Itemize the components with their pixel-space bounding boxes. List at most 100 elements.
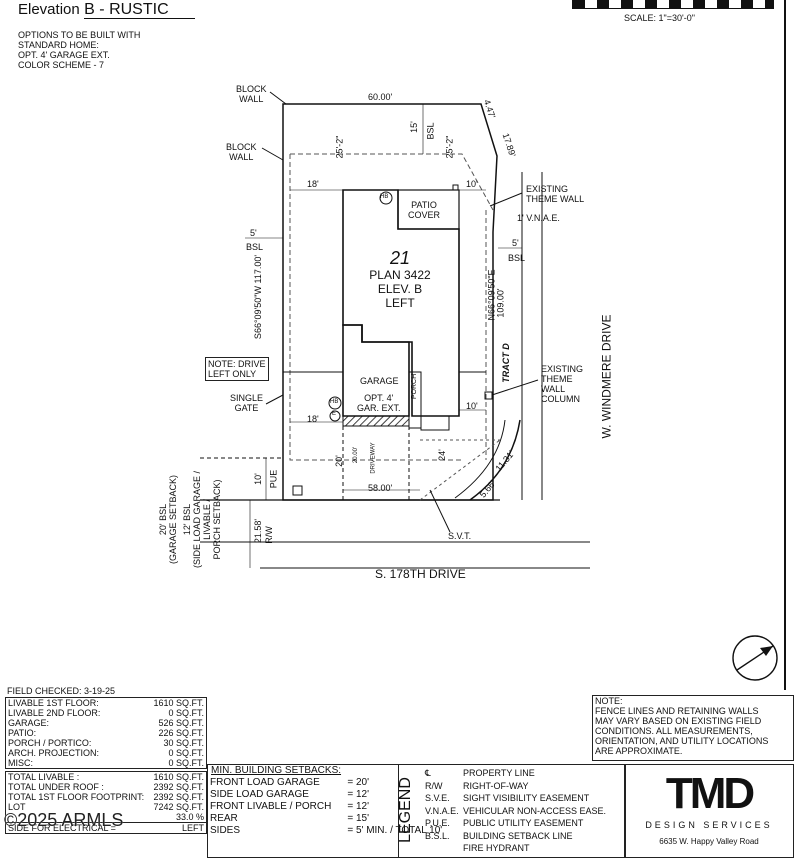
- dim-10-pue: 10': [252, 473, 263, 485]
- area-label: LIVABLE 2nd FLOOR:: [8, 708, 101, 718]
- plan-orientation: LEFT: [385, 296, 415, 310]
- table-row: SIDES= 5' MIN. / TOTAL 10': [208, 825, 444, 837]
- left-setback-notes: 20' BSL (GARAGE SETBACK) 12' BSL (SIDE L…: [158, 471, 222, 568]
- table-row: SIDE FOR ELECTRICAL =LEFT: [6, 822, 206, 834]
- table-row: TOTAL 1st FLOOR FOOTPRINT:2392 SQ.FT.: [6, 792, 206, 802]
- dim-10-bottom: 10': [466, 401, 478, 411]
- table-row: TOTAL UNDER ROOF : 2392 SQ.FT.: [6, 782, 206, 792]
- company-box: TMD DESIGN SERVICES 6635 W. Happy Valley…: [624, 764, 794, 858]
- corner-curb: [454, 419, 506, 499]
- step: [420, 415, 450, 431]
- patio-cover: [397, 189, 460, 230]
- leader-line: [491, 379, 539, 396]
- total-value: 7242 SQ.FT.: [153, 802, 204, 812]
- total-label: TOTAL LIVABLE :: [8, 772, 80, 782]
- note-box: NOTE: FENCE LINES AND RETAINING WALLS MA…: [592, 695, 794, 761]
- table-row: V.N.A.E.VEHICULAR NON-ACCESS EASE.: [423, 805, 608, 818]
- existing-theme-wall-label: EXISTING THEME WALL: [526, 184, 584, 204]
- area-value: 226 SQ.FT.: [158, 728, 204, 738]
- table-row: LIVABLE 2nd FLOOR:0 SQ.FT.: [6, 708, 206, 718]
- plan-elevation: ELEV. B: [377, 282, 423, 296]
- street-bottom-label: S. 178TH DRIVE: [375, 567, 466, 581]
- setback-label: SIDE LOAD GARAGE: [210, 789, 309, 800]
- patio-cover-label: PATIO COVER: [408, 200, 440, 220]
- lot-number: 21: [389, 248, 411, 268]
- options-line: COLOR SCHEME - 7: [18, 60, 105, 70]
- site-plan: [200, 91, 778, 681]
- legend-title: LEGEND: [398, 777, 414, 843]
- total-value: 2392 SQ.FT.: [153, 782, 204, 792]
- label-line: GATE: [234, 403, 259, 413]
- table-row: FRONT LIVABLE / PORCH= 12': [208, 801, 444, 813]
- right-length: 109.00': [495, 288, 506, 318]
- svt-label: S.V.T.: [448, 531, 472, 541]
- setbacks-title: MIN. BUILDING SETBACKS:: [211, 765, 342, 776]
- dim-bsl-top: BSL: [425, 122, 436, 140]
- setback-note-12: 12' BSL (SIDE LOAD GARAGE / LIVABLE / PO…: [182, 471, 222, 568]
- setback-line: [289, 154, 462, 461]
- legend-desc: PUBLIC UTILITY EASEMENT: [463, 818, 584, 828]
- legend-desc: BUILDING SETBACK LINE: [463, 830, 573, 841]
- table-row: S.V.E.SIGHT VISIBILITY EASEMENT: [423, 792, 608, 805]
- setback-label: REAR: [210, 813, 238, 824]
- label-line: (SIDE LOAD GARAGE /: [192, 470, 202, 568]
- hb-marker: [328, 396, 342, 410]
- total-label: TOTAL UNDER ROOF :: [8, 782, 104, 792]
- dim-5-left: 5': [250, 228, 257, 238]
- setback-label: FRONT LOAD GARAGE: [210, 777, 320, 788]
- label-line: (GARAGE SETBACK): [168, 474, 178, 564]
- north-arrow-icon: [732, 635, 778, 681]
- note-title: NOTE:: [595, 696, 623, 706]
- note-line: ORIENTATION, AND UTILITY LOCATIONS: [595, 736, 769, 746]
- table-row: ARCH. PROJECTION:0 SQ.FT.: [6, 748, 206, 758]
- dim-2158: 21.58': [253, 518, 264, 544]
- lot-info: 21 PLAN 3422 ELEV. B LEFT: [350, 248, 450, 310]
- label-line: BLOCK: [226, 142, 257, 152]
- setback-value: = 15': [347, 813, 369, 824]
- utility-box: [452, 184, 459, 191]
- label-line: SINGLE: [230, 393, 264, 403]
- dim-18-top: 18': [307, 179, 319, 189]
- dim-25-2-right: 25'-2": [444, 135, 455, 159]
- dim-width-top: 60.00': [368, 92, 393, 102]
- legend-abbr: [423, 842, 461, 855]
- table-row: FIRE HYDRANT: [423, 842, 608, 855]
- setbacks-box: MIN. BUILDING SETBACKS: FRONT LOAD GARAG…: [207, 764, 442, 858]
- driveway-label: DRIVEWAY: [370, 442, 377, 474]
- area-value: 30 SQ.FT.: [163, 738, 204, 748]
- left-bearing: S66°09'50"W 117.00': [253, 254, 264, 340]
- options-block: OPTIONS TO BE BUILT WITH STANDARD HOME: …: [18, 30, 140, 70]
- company-address: 6635 W. Happy Valley Road: [659, 837, 759, 846]
- area-label: PORCH / PORTICO:: [8, 738, 92, 748]
- options-line: OPTIONS TO BE BUILT WITH: [18, 30, 141, 40]
- label-line: EXISTING: [526, 184, 569, 194]
- leader-line: [261, 147, 284, 161]
- total-value: LEFT: [181, 823, 204, 833]
- label-line: NOTE: DRIVE: [208, 359, 266, 369]
- company-logo: TMD: [665, 769, 755, 818]
- note-line: MAY VARY BASED ON EXISTING FIELD: [595, 716, 762, 726]
- setback-value: = 12': [347, 789, 369, 800]
- watermark: ©2025 ARMLS: [4, 810, 124, 830]
- legend-abbr: B.S.L.: [425, 830, 450, 841]
- area-value: 0 SQ.FT.: [168, 748, 204, 758]
- note-line: CONDITIONS. ALL MEASUREMENTS,: [595, 726, 753, 736]
- block-wall-top-label: BLOCK WALL: [236, 84, 267, 104]
- corner-curb: [469, 419, 521, 501]
- legend-abbr: ℄: [425, 768, 431, 778]
- table-row: GARAGE:526 SQ.FT.: [6, 718, 206, 728]
- area-label: PATIO:: [8, 728, 37, 738]
- area-value: 0 SQ.FT.: [168, 758, 204, 768]
- label-line: GAR. EXT.: [357, 403, 401, 413]
- tract-label: TRACT D: [500, 343, 511, 383]
- totals-box: TOTAL LIVABLE :1610 SQ.FT. TOTAL UNDER R…: [5, 771, 207, 834]
- options-line: STANDARD HOME:: [18, 40, 99, 50]
- dim-15: 15': [408, 121, 419, 133]
- company-tagline: DESIGN SERVICES: [645, 820, 773, 830]
- block-wall-left-label: BLOCK WALL: [226, 142, 257, 162]
- table-row: MISC:0 SQ.FT.: [6, 758, 206, 768]
- leader-line: [429, 489, 451, 533]
